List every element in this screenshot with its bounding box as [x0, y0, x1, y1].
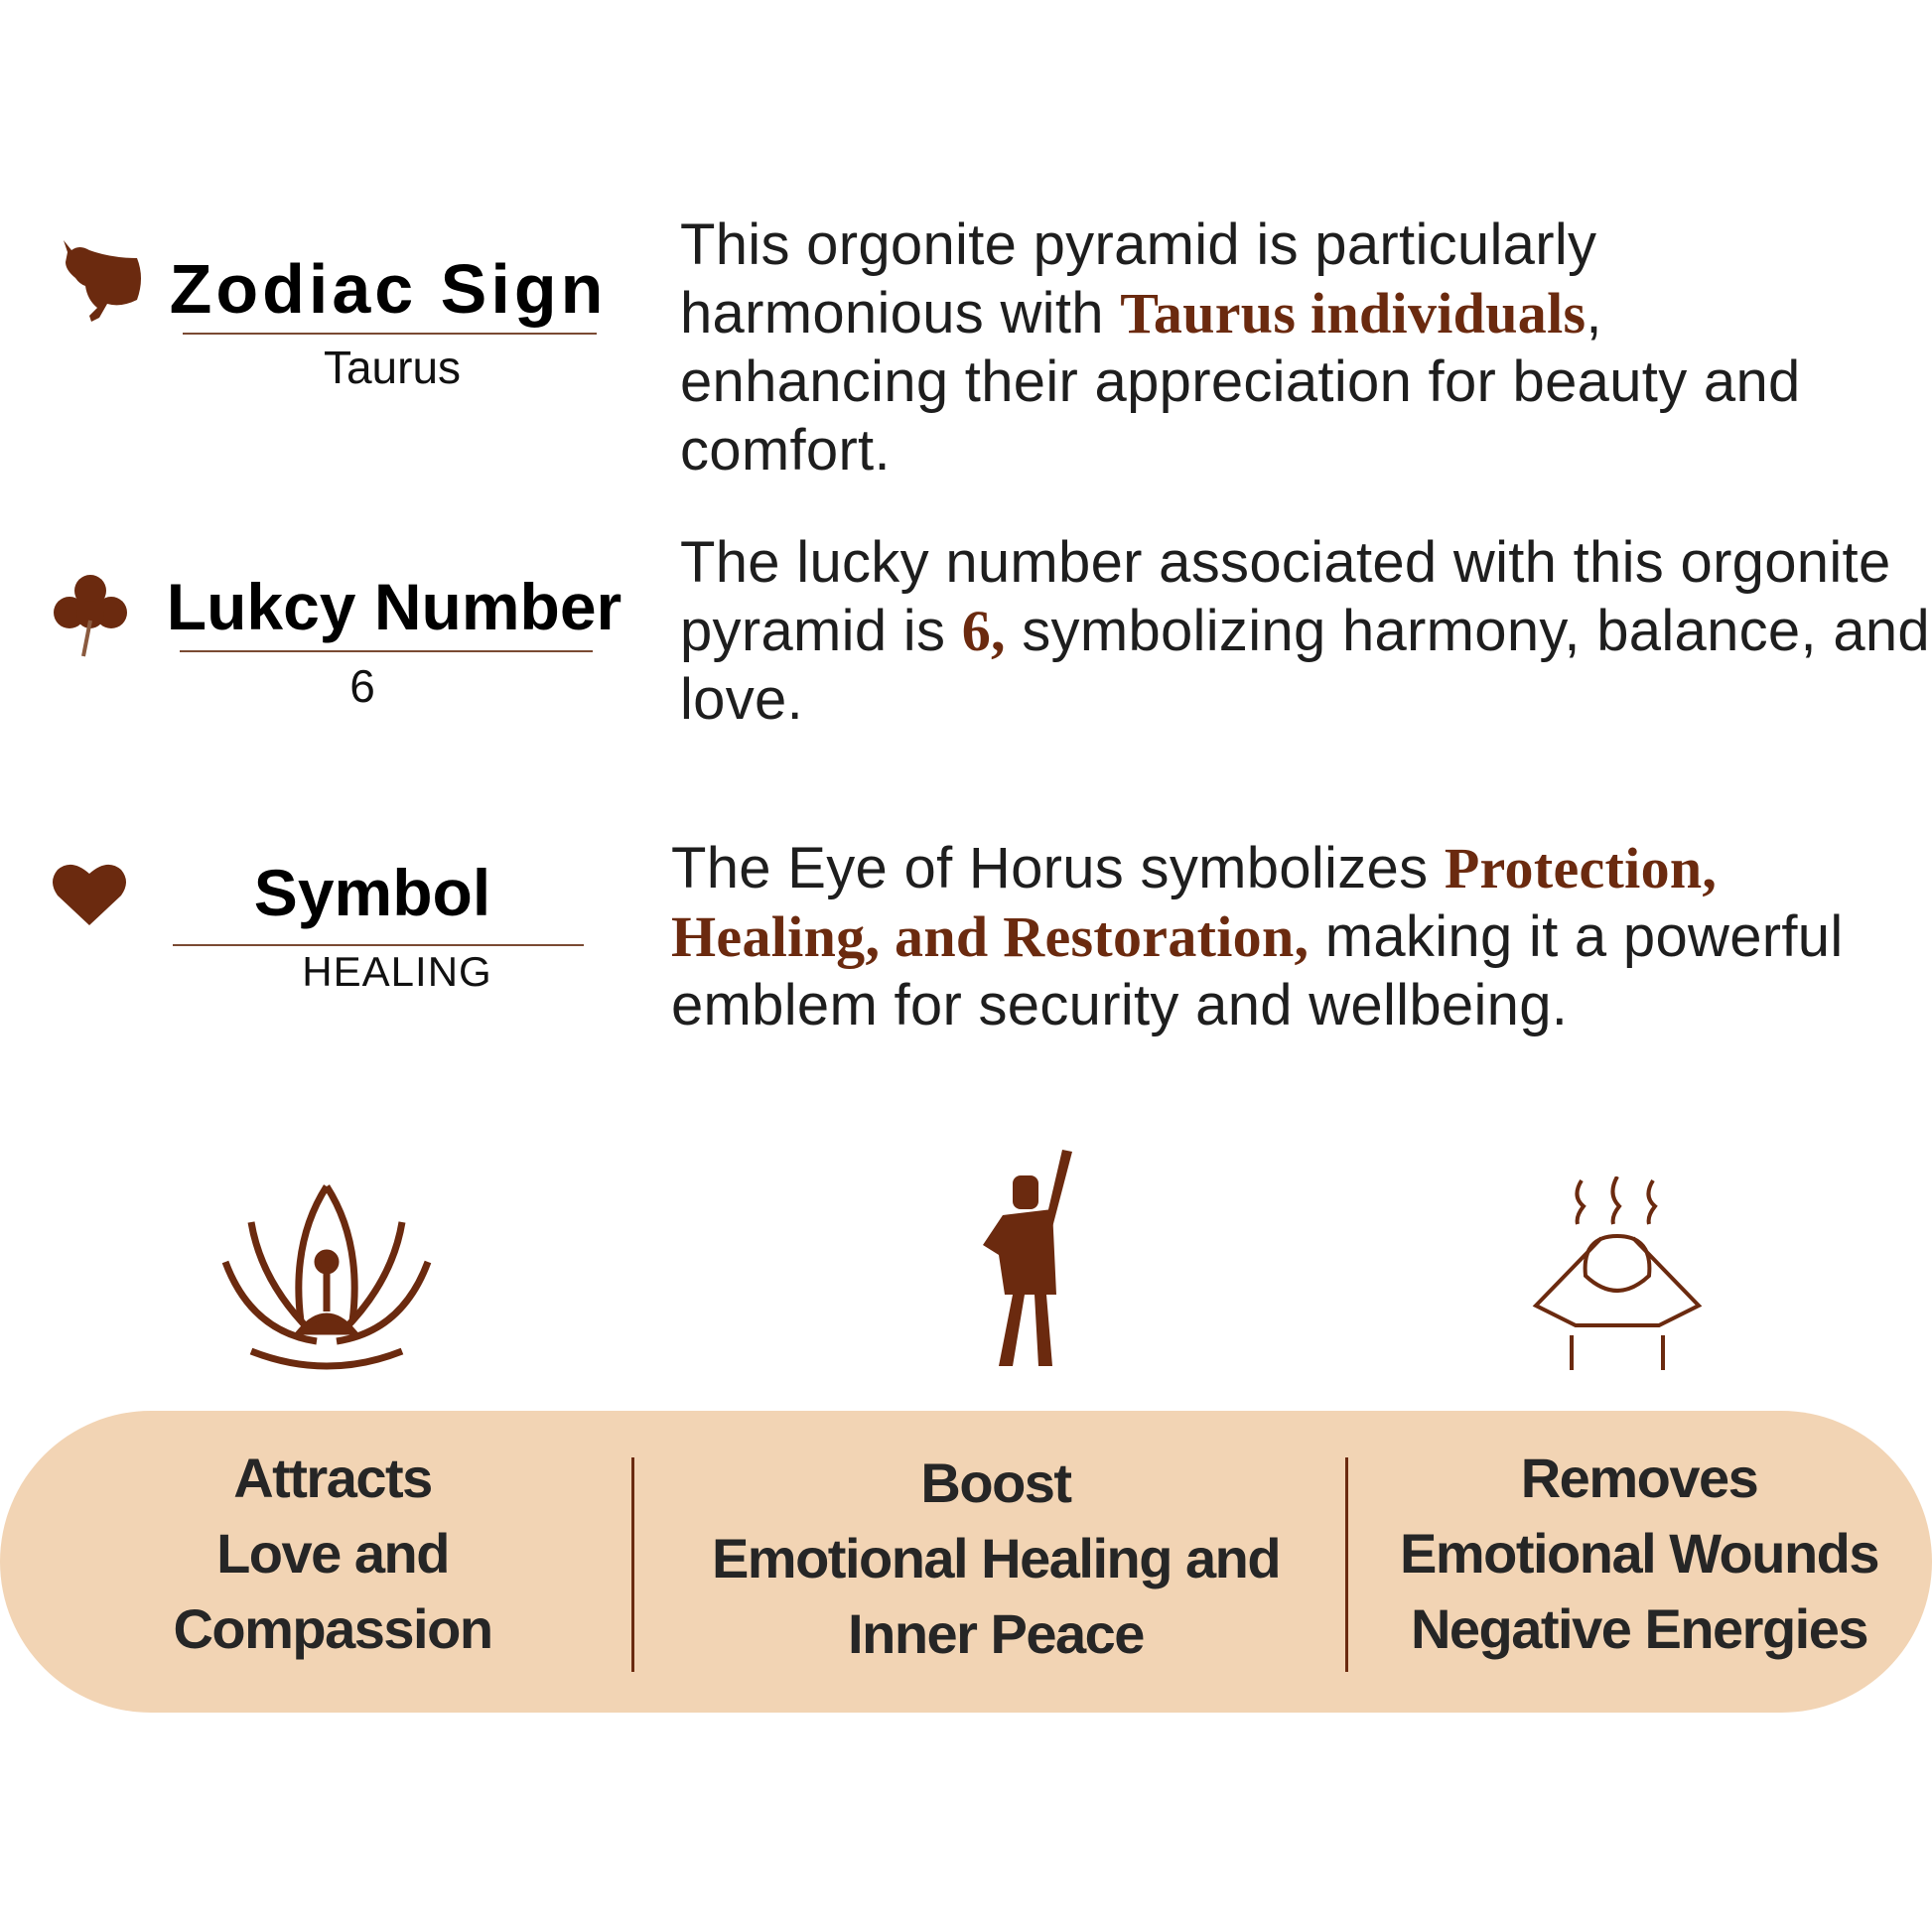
benefit-line: Emotional Wounds: [1399, 1522, 1880, 1585]
zodiac-description: This orgonite pyramid is particularly ha…: [680, 210, 1871, 484]
symbol-highlight: Protection, Healing, and Restoration,: [671, 836, 1718, 969]
benefit-line: Boost: [920, 1451, 1072, 1514]
lucky-title: Lukcy Number: [166, 570, 622, 643]
benefit-removes-negative: Removes Emotional Wounds Negative Energi…: [1399, 1441, 1880, 1667]
symbol-text: The Eye of Horus symbolizes: [671, 836, 1445, 900]
benefits-banner: [0, 1411, 1932, 1713]
lucky-divider: [180, 650, 593, 652]
benefit-line: Attracts: [233, 1447, 433, 1509]
lucky-highlight: 6,: [961, 599, 1006, 663]
benefit-line: Emotional Healing and: [711, 1527, 1282, 1589]
benefit-line: Inner Peace: [848, 1602, 1145, 1665]
lucky-description: The lucky number associated with this or…: [680, 528, 1932, 734]
heart-icon: [52, 862, 127, 925]
benefit-line: Negative Energies: [1410, 1597, 1869, 1660]
bull-icon: [62, 238, 145, 324]
symbol-description: The Eye of Horus symbolizes Protection, …: [671, 834, 1863, 1039]
benefit-emotional-healing: Boost Emotional Healing and Inner Peace: [711, 1446, 1282, 1672]
benefit-line: Love and: [216, 1522, 450, 1585]
benefit-divider: [631, 1457, 634, 1672]
zodiac-divider: [183, 333, 597, 335]
clover-icon: [50, 571, 131, 658]
symbol-value: HEALING: [302, 948, 492, 995]
zodiac-text-end: , enhancing their appreciation for beaut…: [680, 281, 1801, 483]
stress-relief-head-icon: [1532, 1176, 1704, 1370]
zodiac-text: This orgonite pyramid is particularly ha…: [680, 212, 1597, 345]
symbol-title: Symbol: [253, 856, 491, 929]
symbol-text-end: making it a powerful emblem for security…: [671, 904, 1844, 1037]
benefit-line: Compassion: [173, 1597, 493, 1660]
lotus-meditation-icon: [221, 1182, 432, 1371]
zodiac-highlight: Taurus individuals: [1120, 281, 1587, 345]
symbol-divider: [173, 944, 584, 946]
zodiac-title: Zodiac Sign: [169, 250, 608, 328]
zodiac-value: Taurus: [323, 342, 462, 393]
benefit-divider: [1345, 1457, 1348, 1672]
benefit-attracts-love: Attracts Love and Compassion: [173, 1441, 493, 1667]
lucky-text-end: symbolizing harmony, balance, and love.: [680, 599, 1930, 732]
lucky-value: 6: [349, 660, 375, 712]
raised-fist-man-icon: [973, 1146, 1084, 1374]
benefit-line: Removes: [1520, 1447, 1759, 1509]
lucky-text: The lucky number associated with this or…: [680, 530, 1891, 663]
